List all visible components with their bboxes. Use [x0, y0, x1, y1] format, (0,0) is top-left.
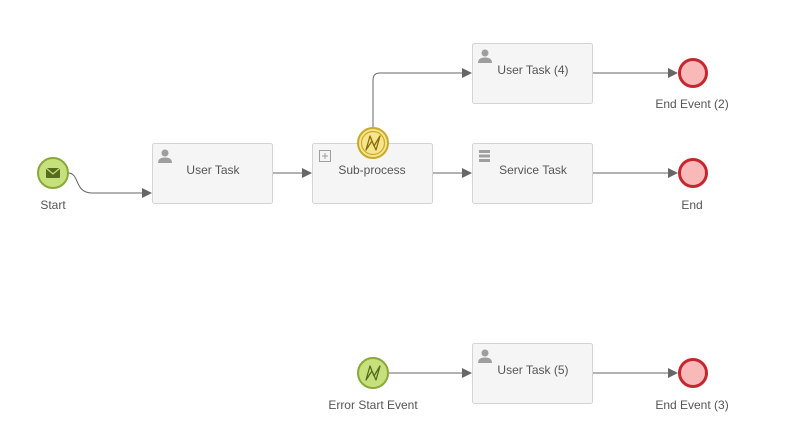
lightning-icon — [365, 135, 381, 151]
start-event[interactable] — [37, 157, 69, 189]
service-task[interactable]: Service Task — [472, 143, 593, 204]
end-event-2[interactable] — [678, 58, 708, 88]
start-event-label: Start — [40, 198, 66, 212]
user-task-5[interactable]: User Task (5) — [472, 343, 593, 404]
user-task[interactable]: User Task — [152, 143, 273, 204]
person-icon — [158, 149, 172, 163]
sub-process-label: Sub-process — [338, 163, 405, 177]
user-task-5-label: User Task (5) — [497, 363, 568, 377]
end-event-3[interactable] — [678, 358, 708, 388]
end-event-label: End — [681, 198, 702, 212]
error-start-event[interactable] — [357, 357, 389, 389]
person-icon — [478, 49, 492, 63]
error-start-event-label: Error Start Event — [328, 398, 418, 412]
person-icon — [478, 349, 492, 363]
sub-process[interactable]: Sub-process — [312, 143, 433, 204]
gear-stack-icon — [479, 150, 490, 162]
user-task-4-label: User Task (4) — [497, 63, 568, 77]
flow-start-to-user-task[interactable] — [67, 172, 152, 198]
service-task-label: Service Task — [499, 163, 568, 177]
lightning-icon — [365, 365, 381, 381]
flow-boundary-to-user-task-4[interactable] — [372, 68, 472, 128]
plus-box-icon — [319, 150, 331, 162]
end-event-3-label: End Event (3) — [655, 398, 728, 412]
end-event-2-label: End Event (2) — [655, 97, 728, 111]
error-boundary-event[interactable] — [357, 127, 389, 159]
end-event[interactable] — [678, 158, 708, 188]
user-task-label: User Task — [186, 163, 240, 177]
user-task-4[interactable]: User Task (4) — [472, 43, 593, 104]
envelope-icon — [45, 167, 61, 178]
